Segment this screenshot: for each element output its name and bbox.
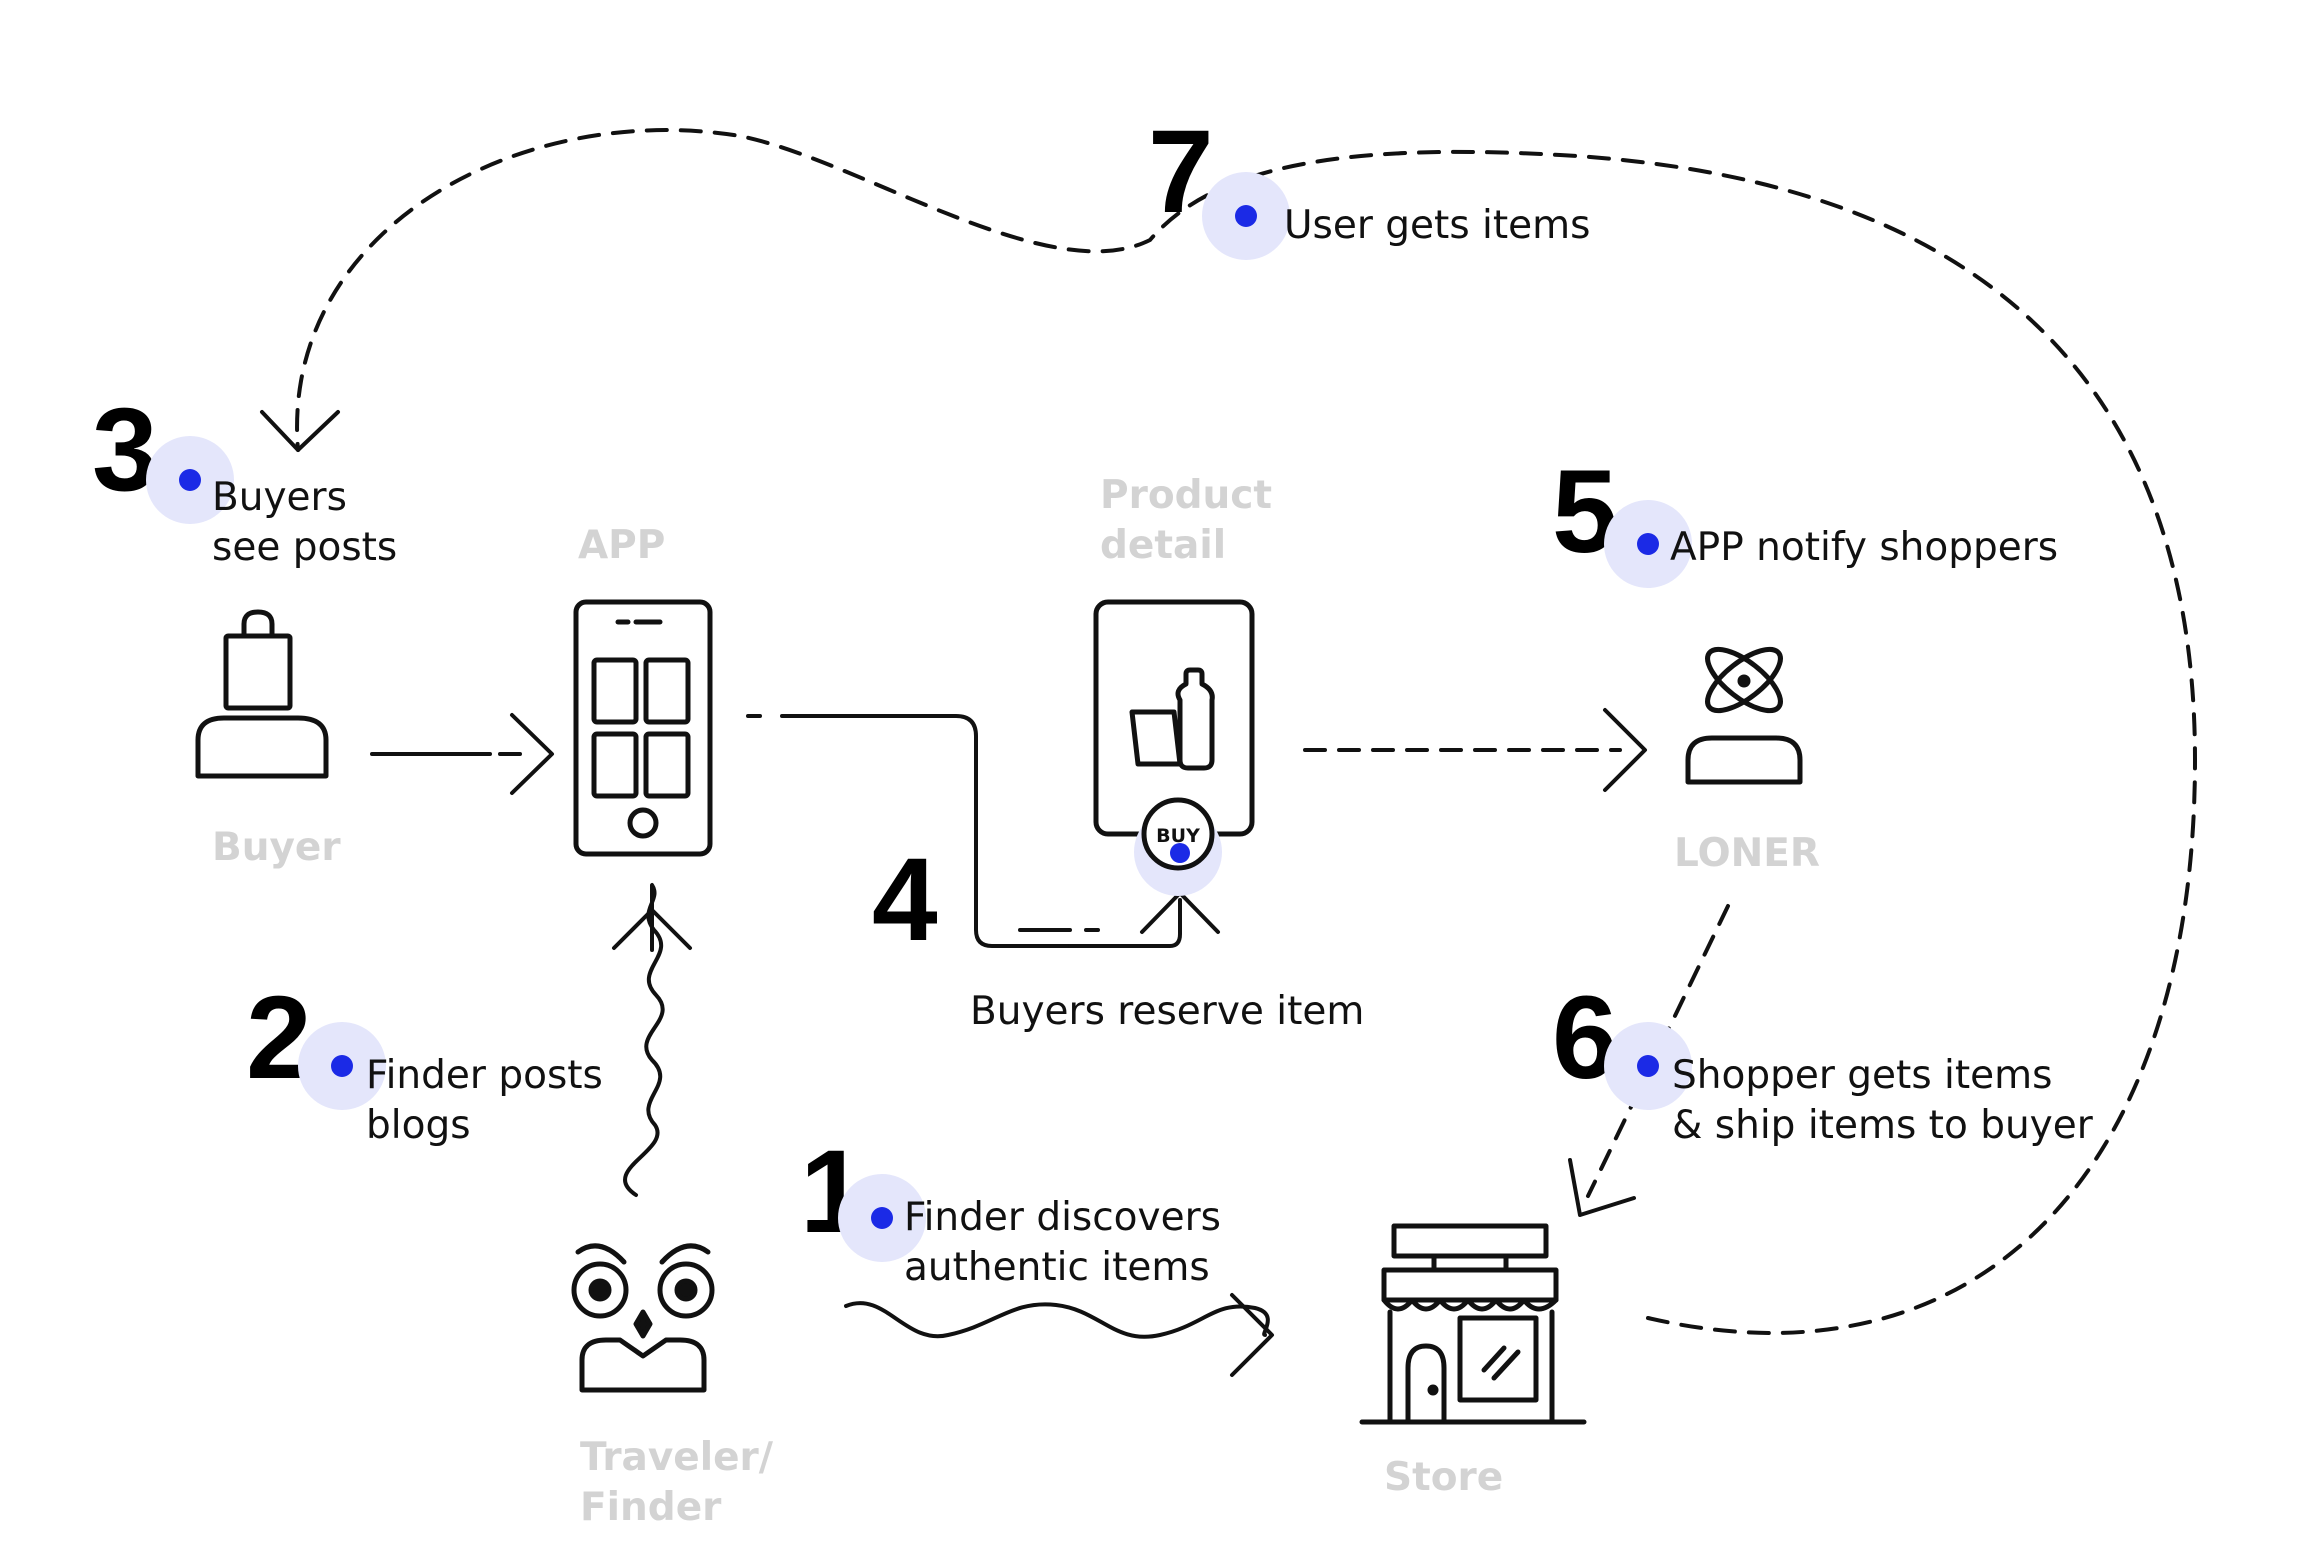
connector-traveler-to-app <box>623 883 665 1197</box>
step-3-dot <box>179 469 201 491</box>
step-3: 3 Buyers see posts <box>92 384 397 570</box>
node-label-loner: LONER <box>1674 831 1820 876</box>
buy-button[interactable]: BUY <box>1134 797 1222 896</box>
step-2-text-line1: Finder posts <box>366 1053 603 1098</box>
step-7: 7 User gets items <box>1148 106 1590 260</box>
node-label-traveler-line1: Traveler/ <box>580 1435 774 1480</box>
step-3-text-line1: Buyers <box>212 475 347 520</box>
connector-finder-to-store <box>844 1301 1270 1339</box>
arrowhead-to-loner <box>1603 708 1647 792</box>
step-1-text-line2: authentic items <box>904 1245 1210 1290</box>
node-label-traveler-line2: Finder <box>580 1485 722 1530</box>
step-2-number: 2 <box>246 972 312 1104</box>
step-1: 1 Finder discovers authentic items <box>800 1126 1221 1290</box>
buy-button-circle <box>1141 797 1215 871</box>
node-label-buyer: Buyer <box>212 825 341 870</box>
step-2-dot <box>331 1055 353 1077</box>
step-5: 5 APP notify shoppers <box>1552 446 2058 588</box>
step-2: 2 Finder posts blogs <box>246 972 603 1148</box>
step-6-dot <box>1637 1055 1659 1077</box>
connector-user-gets-items-loop <box>295 128 2198 1335</box>
step-5-dot <box>1637 533 1659 555</box>
step-3-text-line2: see posts <box>212 525 397 570</box>
step-5-text-line1: APP notify shoppers <box>1670 525 2058 570</box>
storefront-icon <box>1359 1223 1587 1425</box>
connector-app-to-product <box>780 714 1072 948</box>
step-6-number: 6 <box>1552 972 1618 1104</box>
arrowhead-to-app-from-traveler <box>612 908 692 950</box>
step-6: 6 Shopper gets items & ship items to buy… <box>1552 972 2094 1148</box>
step-6-text-line1: Shopper gets items <box>1672 1053 2052 1098</box>
arrowhead-to-store <box>1568 1158 1636 1217</box>
step-6-text-line2: & ship items to buyer <box>1672 1103 2094 1148</box>
arrowhead-finder-to-store <box>1230 1293 1274 1377</box>
node-label-product-line2: detail <box>1100 523 1226 568</box>
shopping-bag-person-icon <box>195 609 329 779</box>
connector-to-buy <box>1068 898 1182 948</box>
smartphone-icon <box>573 599 713 857</box>
atom-person-icon <box>1685 646 1803 785</box>
step-1-dot <box>871 1207 893 1229</box>
step-1-text-line1: Finder discovers <box>904 1195 1221 1240</box>
step-4-number: 4 <box>872 834 938 966</box>
step-4-text-line1: Buyers reserve item <box>970 989 1364 1034</box>
arrowhead-to-buyer <box>260 410 340 452</box>
connector-loner-to-store <box>1586 904 1730 1198</box>
arrowhead-to-app <box>510 713 554 795</box>
step-4: 4 Buyers reserve item <box>872 834 1364 1034</box>
node-label-app: APP <box>578 523 665 568</box>
node-label-store: Store <box>1384 1455 1503 1500</box>
step-7-dot <box>1235 205 1257 227</box>
step-7-text-line1: User gets items <box>1284 203 1590 248</box>
buy-dot <box>1170 843 1190 863</box>
step-3-number: 3 <box>92 384 158 516</box>
buy-label: BUY <box>1156 825 1200 847</box>
step-2-text-line2: blogs <box>366 1103 471 1148</box>
node-label-product-line1: Product <box>1100 473 1272 518</box>
owl-icon <box>571 1243 715 1393</box>
